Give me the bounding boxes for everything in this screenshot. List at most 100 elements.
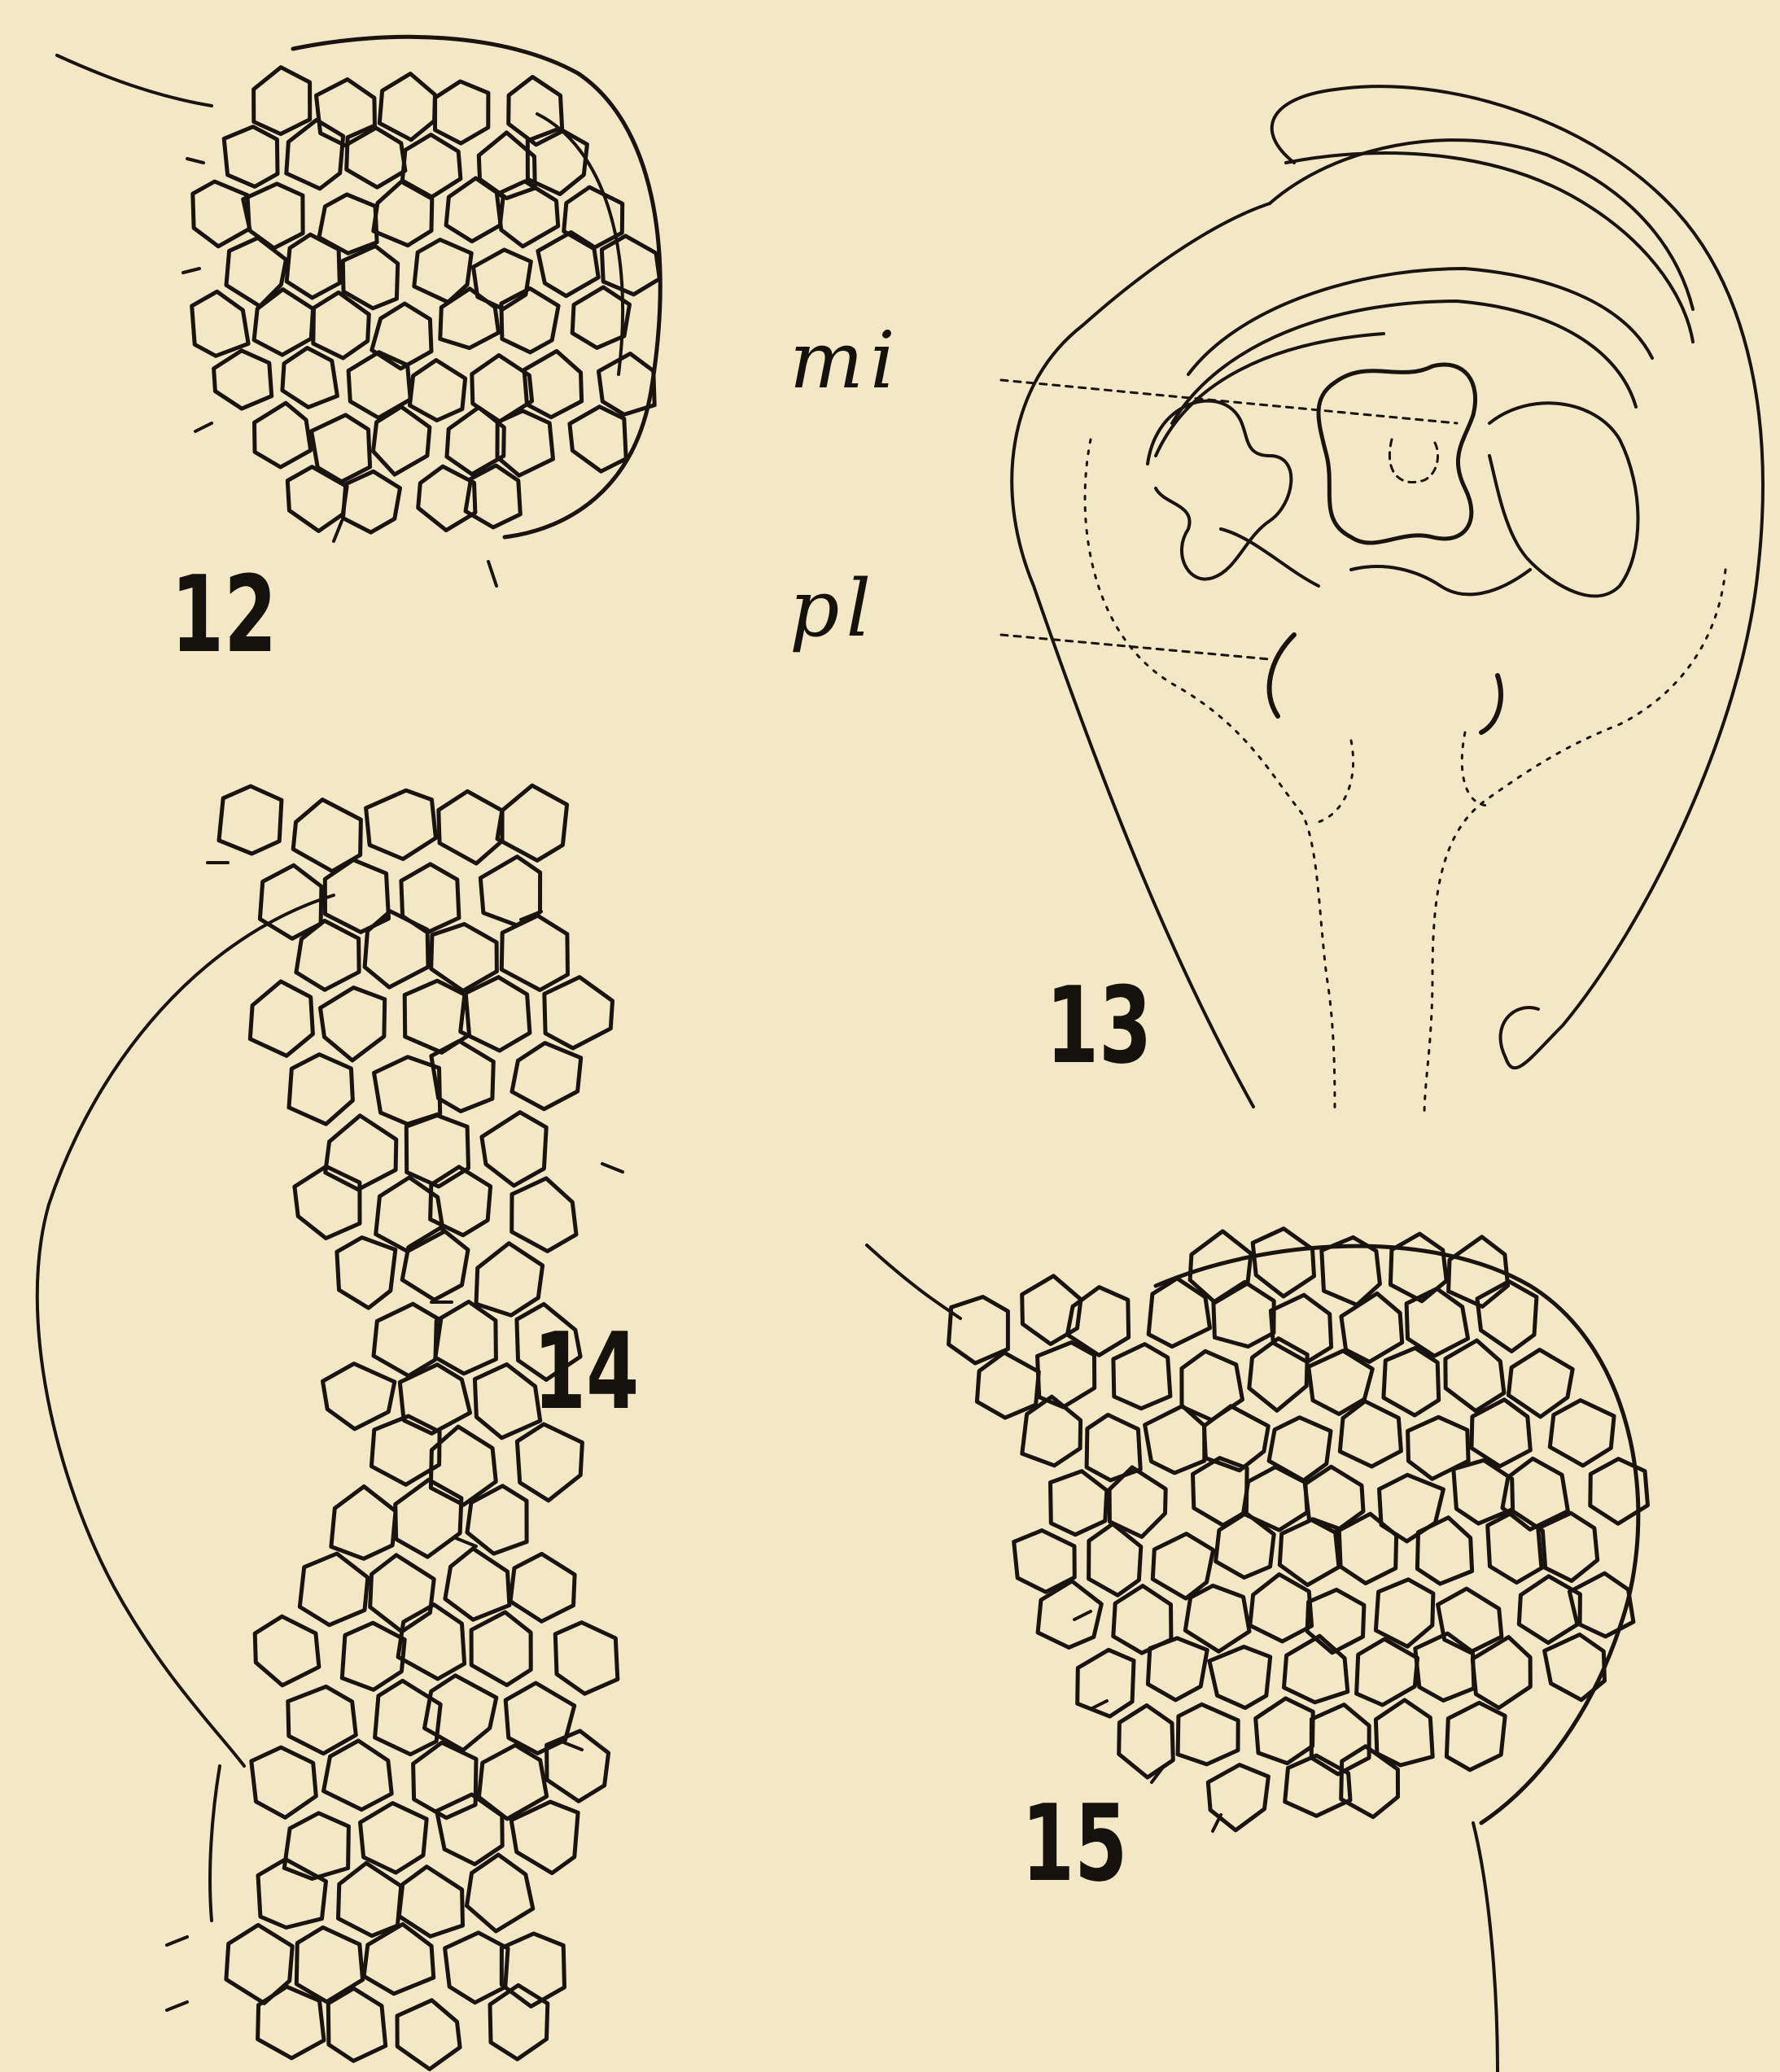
tissue-cell bbox=[295, 1166, 360, 1238]
cell-wall-spike bbox=[187, 159, 203, 163]
tissue-cell bbox=[396, 1480, 461, 1557]
tissue-cell bbox=[547, 1731, 609, 1801]
tissue-cell bbox=[1519, 1576, 1580, 1643]
tissue-cell bbox=[409, 361, 465, 421]
tissue-cell bbox=[524, 351, 582, 417]
tissue-cell bbox=[510, 1554, 575, 1621]
tissue-cell bbox=[572, 287, 629, 348]
tissue-cell bbox=[406, 1116, 468, 1187]
cell-wall-spike bbox=[183, 269, 199, 273]
tissue-cell bbox=[512, 1043, 581, 1109]
tissue-cell bbox=[214, 351, 272, 409]
cell-wall-spike bbox=[488, 562, 496, 586]
tissue-cell bbox=[467, 1855, 533, 1931]
tissue-cell bbox=[255, 403, 311, 467]
tissue-cell bbox=[323, 1364, 395, 1429]
tissue-cell bbox=[1545, 1635, 1605, 1700]
tissue-cell bbox=[254, 290, 313, 356]
tissue-cell bbox=[286, 234, 339, 298]
tissue-cell bbox=[601, 236, 659, 295]
tissue-cell bbox=[435, 81, 488, 143]
tissue-cell bbox=[374, 407, 430, 474]
tissue-cell bbox=[361, 1803, 427, 1873]
tissue-cell bbox=[339, 1863, 401, 1935]
tissue-cell bbox=[435, 1302, 496, 1374]
figure-12-cell-cluster bbox=[57, 37, 660, 586]
tissue-cell bbox=[374, 1304, 441, 1375]
tissue-cell bbox=[258, 1987, 324, 2058]
tissue-cell bbox=[1087, 1415, 1140, 1480]
tissue-cell bbox=[397, 2000, 460, 2070]
tissue-cell bbox=[398, 1605, 464, 1679]
tissue-cell bbox=[1477, 1282, 1537, 1352]
tissue-cell bbox=[527, 129, 587, 195]
tissue-cell bbox=[337, 1238, 396, 1309]
tissue-cell bbox=[1078, 1650, 1134, 1716]
tissue-cell bbox=[321, 988, 385, 1061]
tissue-cell bbox=[1438, 1589, 1502, 1652]
tissue-cell bbox=[1357, 1639, 1418, 1705]
tissue-cell bbox=[1415, 1633, 1474, 1700]
tissue-cell bbox=[224, 127, 278, 187]
tissue-cell bbox=[328, 1988, 385, 2061]
tissue-cell bbox=[365, 911, 428, 987]
tissue-cell bbox=[1113, 1344, 1170, 1409]
tissue-cell bbox=[1307, 1589, 1364, 1652]
tissue-cell bbox=[1488, 1512, 1546, 1583]
tissue-cell bbox=[284, 1813, 348, 1879]
tissue-cell bbox=[219, 786, 282, 854]
tissue-cell bbox=[1340, 1401, 1401, 1467]
tissue-cell bbox=[1214, 1282, 1274, 1346]
tissue-cell bbox=[366, 790, 436, 859]
tissue-cell bbox=[445, 1549, 510, 1620]
tissue-cell bbox=[343, 471, 400, 532]
tissue-cell bbox=[1445, 1340, 1504, 1411]
label-pl: pl bbox=[789, 570, 877, 648]
tissue-cell bbox=[343, 246, 397, 308]
tissue-cell bbox=[288, 1686, 356, 1753]
tissue-cell bbox=[570, 407, 626, 472]
tissue-cell bbox=[517, 1424, 582, 1501]
tissue-cell bbox=[1508, 1350, 1572, 1417]
tissue-cell bbox=[497, 785, 567, 860]
tissue-cell bbox=[564, 187, 623, 248]
tissue-cell bbox=[1038, 1343, 1095, 1408]
tissue-cell bbox=[331, 1487, 396, 1559]
tissue-cell bbox=[255, 1616, 319, 1685]
tissue-cell bbox=[439, 791, 502, 863]
tissue-cell bbox=[1250, 1575, 1312, 1641]
tissue-cell bbox=[1148, 1638, 1207, 1700]
tissue-cell bbox=[251, 1747, 317, 1817]
cell-wall-spike bbox=[334, 521, 342, 541]
figure-13-outline-drawing bbox=[1001, 86, 1763, 1115]
tissue-cell bbox=[1051, 1471, 1107, 1535]
tissue-cell bbox=[440, 289, 499, 348]
tissue-cell bbox=[347, 126, 405, 187]
tissue-cell bbox=[289, 1055, 352, 1125]
tissue-cell bbox=[287, 467, 347, 531]
tissue-cell bbox=[1375, 1580, 1433, 1646]
label-mi: mi bbox=[789, 321, 902, 400]
tissue-cell bbox=[399, 1867, 462, 1937]
figure-number-15: 15 bbox=[1021, 1790, 1127, 1896]
cell-wall-spike bbox=[1091, 1701, 1107, 1709]
tissue-cell bbox=[1406, 1289, 1468, 1357]
tissue-cell bbox=[476, 1244, 543, 1316]
cell-wall-spike bbox=[602, 1164, 623, 1172]
tissue-cell bbox=[512, 1178, 576, 1252]
cell-wall-spike bbox=[562, 1742, 582, 1750]
tissue-cell bbox=[1446, 1703, 1505, 1770]
figure-15-cell-cluster bbox=[867, 1229, 1648, 2072]
tissue-cell bbox=[379, 74, 435, 140]
tissue-cell bbox=[1145, 1406, 1205, 1473]
tissue-cell bbox=[1384, 1348, 1439, 1415]
tissue-cell bbox=[282, 348, 338, 408]
cell-wall-spike bbox=[1074, 1611, 1091, 1620]
tissue-cell bbox=[300, 1554, 368, 1625]
tissue-cell bbox=[1249, 1339, 1307, 1411]
tissue-cell bbox=[317, 80, 375, 146]
tissue-cell bbox=[1185, 1585, 1249, 1651]
tissue-cell bbox=[501, 916, 567, 990]
tissue-cell bbox=[1256, 1698, 1314, 1764]
